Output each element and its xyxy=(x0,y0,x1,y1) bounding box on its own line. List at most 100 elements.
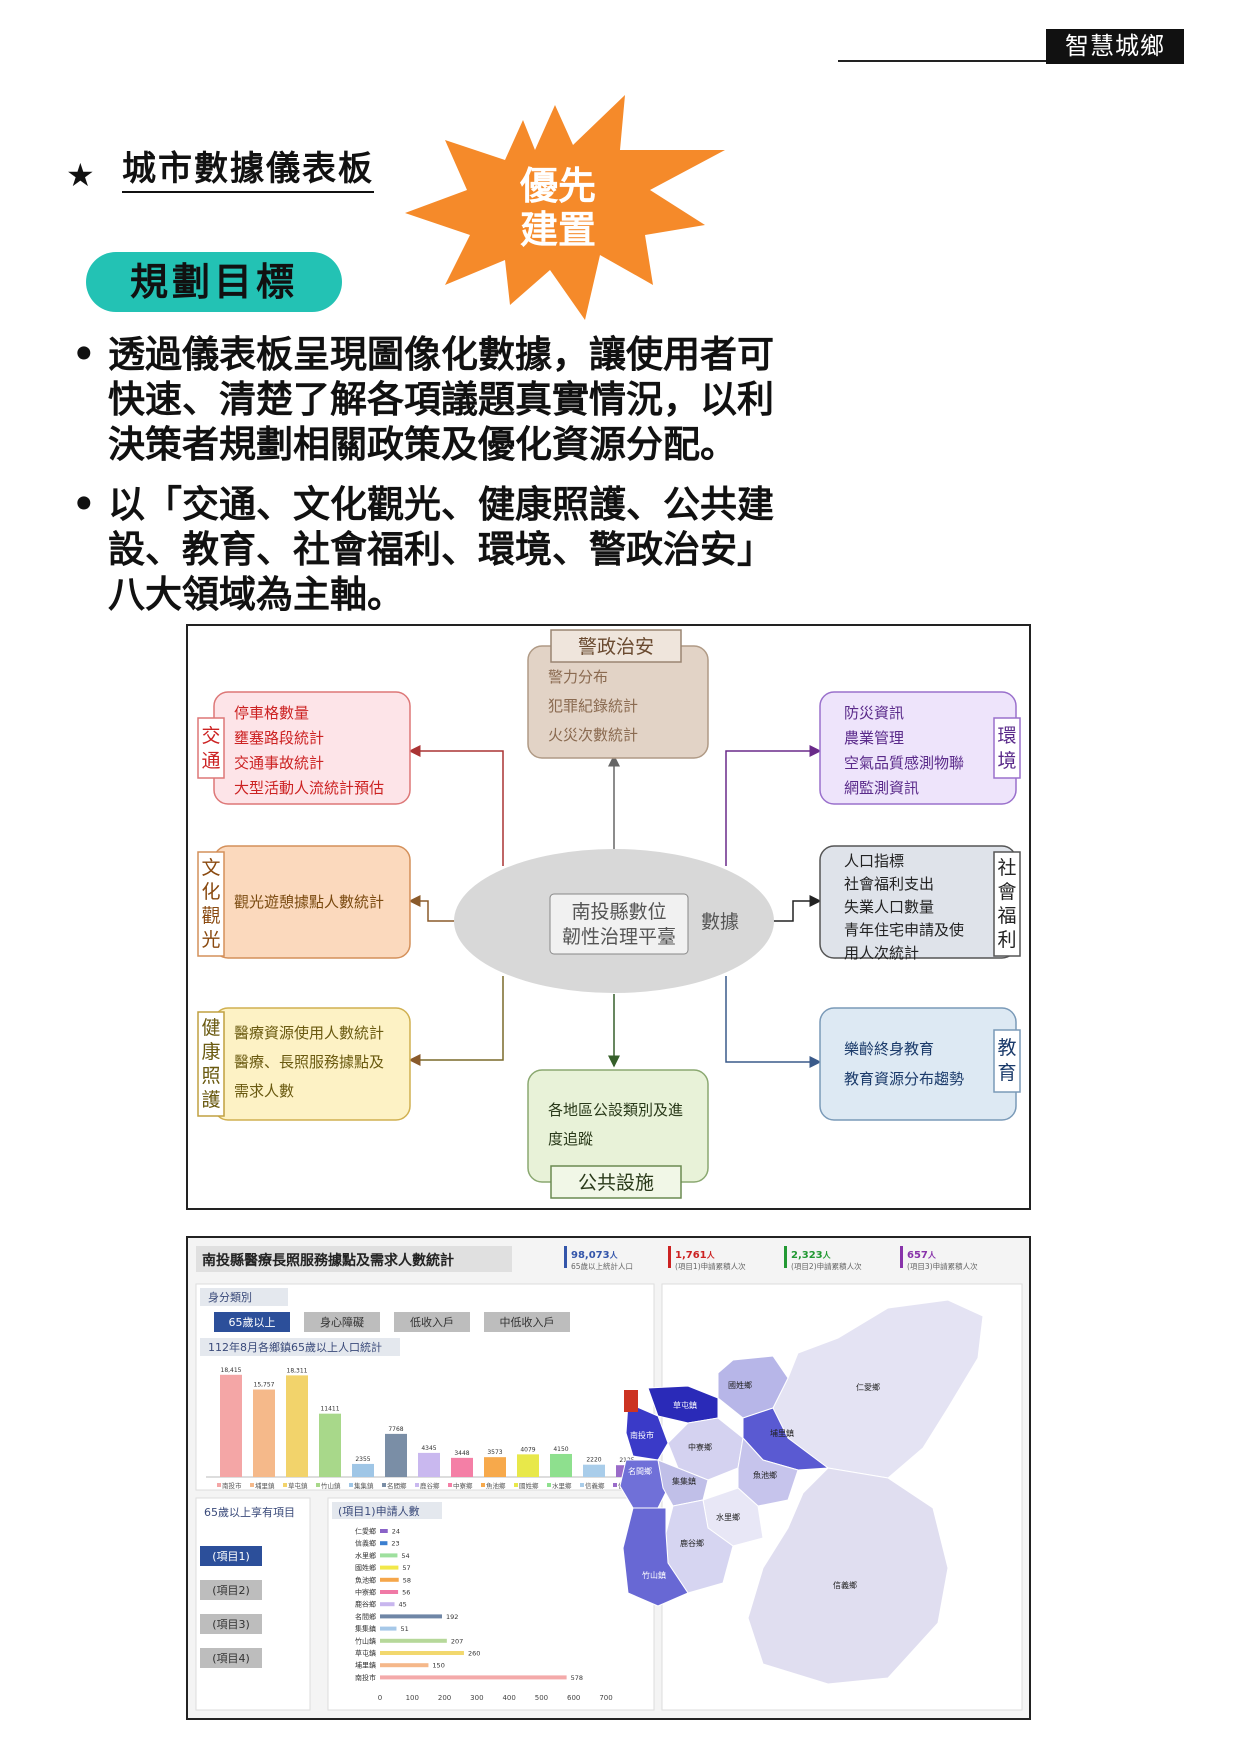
public-item-2: 度追蹤 xyxy=(548,1130,593,1148)
service-button-3[interactable]: (項目3) xyxy=(200,1614,262,1634)
center-line-1: 南投縣數位 xyxy=(571,901,666,923)
domain-diagram: 南投縣數位 韌性治理平臺 數據 警政治安 警力分布 犯罪紀錄統計 火災次數統計 … xyxy=(186,624,1031,1210)
traffic-item-3: 交通事故統計 xyxy=(234,754,324,772)
bullet-dot: • xyxy=(72,333,96,376)
hbar-category-label: 埔里鎮 xyxy=(355,1661,376,1670)
legend-entry: 草屯鎮 xyxy=(288,1481,308,1490)
hbar-value-label: 150 xyxy=(432,1662,444,1670)
culture-label-1: 文 xyxy=(201,857,220,879)
legend-entry: 水里鄉 xyxy=(552,1481,572,1490)
star-icon: ★ xyxy=(66,156,95,194)
hbar-bar xyxy=(380,1565,399,1570)
population-bar xyxy=(286,1375,308,1477)
traffic-label-1: 交 xyxy=(201,725,220,747)
traffic-item-4: 大型活動人流統計預估 xyxy=(234,779,384,797)
legend-swatch xyxy=(514,1483,518,1487)
traffic-label-box xyxy=(197,717,225,779)
population-bar xyxy=(352,1463,374,1477)
environment-label-1: 環 xyxy=(997,725,1016,747)
hbar-x-tick: 400 xyxy=(502,1694,515,1702)
svg-text:(項目2): (項目2) xyxy=(212,1584,250,1597)
legend-swatch xyxy=(547,1483,551,1487)
map-region-yuchi xyxy=(737,1436,799,1507)
culture-label-3: 觀 xyxy=(201,905,220,927)
service-button-4[interactable]: (項目4) xyxy=(200,1648,262,1668)
education-label-1: 教 xyxy=(997,1037,1016,1059)
population-bar xyxy=(484,1457,506,1477)
filter-button-midlowincome[interactable]: 中低收入戶 xyxy=(484,1312,570,1332)
hbar-bar xyxy=(380,1590,399,1594)
culture-label-2: 化 xyxy=(201,881,220,903)
hbar-category-label: 中寮鄉 xyxy=(355,1588,376,1597)
hbar-category-label: 南投市 xyxy=(355,1673,376,1682)
education-item-2: 教育資源分布趨勢 xyxy=(844,1070,964,1088)
hbar-category-label: 名間鄉 xyxy=(355,1612,376,1621)
population-bar xyxy=(418,1452,440,1477)
legend-entry: 名間鄉 xyxy=(387,1481,407,1490)
legend-swatch xyxy=(250,1483,254,1487)
svg-text:(項目1): (項目1) xyxy=(212,1550,250,1563)
health-label-1: 健 xyxy=(201,1017,220,1039)
welfare-item-3: 失業人口數量 xyxy=(844,898,934,916)
map-marker-icon xyxy=(624,1390,638,1412)
health-item-2: 醫療、長照服務據點及 xyxy=(234,1053,384,1071)
dashboard-title: 南投縣醫療長照服務據點及需求人數統計 xyxy=(202,1252,454,1269)
hbar-bar xyxy=(380,1651,464,1655)
legend-entry: 魚池鄉 xyxy=(486,1481,506,1490)
hbar-bar xyxy=(380,1541,388,1546)
hbar-value-label: 207 xyxy=(451,1637,463,1645)
map-label-xinyi: 信義鄉 xyxy=(833,1580,857,1590)
public-label: 公共設施 xyxy=(578,1172,654,1194)
burst-line-1: 優先 xyxy=(519,164,596,208)
population-bar xyxy=(550,1453,572,1477)
welfare-label-1: 社 xyxy=(997,857,1016,879)
education-item-1: 樂齡終身教育 xyxy=(844,1040,934,1058)
culture-label-4: 光 xyxy=(201,929,220,951)
hbar-category-label: 魚池鄉 xyxy=(355,1575,376,1584)
service-button-1[interactable]: (項目1) xyxy=(200,1546,262,1566)
hbar-category-label: 竹山鎮 xyxy=(355,1636,376,1645)
filter-button-65[interactable]: 65歲以上 xyxy=(214,1312,290,1332)
connector-culture xyxy=(408,895,460,922)
map-label-lugu: 鹿谷鄉 xyxy=(680,1538,704,1548)
map-label-mingjian: 名間鄉 xyxy=(628,1466,652,1476)
traffic-item-2: 壅塞路段統計 xyxy=(234,729,324,747)
legend-swatch xyxy=(580,1483,584,1487)
culture-label-box xyxy=(197,851,225,957)
legend-entry: 集集鎮 xyxy=(354,1481,374,1490)
burst-line-2: 建置 xyxy=(519,208,596,252)
service-button-2[interactable]: (項目2) xyxy=(200,1580,262,1600)
map-region-xinyi xyxy=(747,1467,949,1685)
hbar-value-label: 58 xyxy=(403,1576,411,1584)
public-box xyxy=(527,1069,709,1183)
map-region-zhushan xyxy=(622,1507,689,1607)
police-label: 警政治安 xyxy=(578,636,654,658)
map-label-guoxing: 國姓鄉 xyxy=(728,1380,752,1390)
services-panel xyxy=(195,1497,311,1711)
bullet-1-line-3: 決策者規劃相關政策及優化資源分配。 xyxy=(108,423,737,466)
map-label-caotun: 草屯鎮 xyxy=(673,1400,697,1410)
police-label-box xyxy=(550,629,682,663)
population-bar-value: 4079 xyxy=(520,1446,535,1453)
hbar-category-label: 信義鄉 xyxy=(355,1539,376,1548)
center-line-2: 韌性治理平臺 xyxy=(562,926,676,948)
header-tag: 智慧城鄉 xyxy=(1046,29,1184,64)
kpi-2-value: 1,761人 xyxy=(675,1250,716,1261)
svg-text:身心障礙: 身心障礙 xyxy=(320,1315,364,1329)
filter-button-lowincome[interactable]: 低收入戶 xyxy=(394,1312,470,1332)
filter-button-disability[interactable]: 身心障礙 xyxy=(304,1312,380,1332)
population-bar xyxy=(517,1454,539,1477)
dashboard-title-bar xyxy=(196,1246,512,1272)
filter-label: 身分類別 xyxy=(208,1290,252,1304)
police-item-1: 警力分布 xyxy=(548,668,608,686)
connector-education xyxy=(725,976,822,1068)
services-label: 65歲以上享有項目 xyxy=(204,1505,295,1519)
bullet-2: • 以「交通、文化觀光、健康照護、公共建 設、教育、社會福利、環境、警政治安」 … xyxy=(72,482,792,617)
hbar-value-label: 54 xyxy=(401,1552,409,1560)
legend-swatch xyxy=(316,1483,320,1487)
legend-swatch xyxy=(415,1483,419,1487)
environment-item-4: 網監測資訊 xyxy=(844,779,919,797)
police-item-3: 火災次數統計 xyxy=(548,726,638,744)
population-bar xyxy=(451,1457,473,1477)
